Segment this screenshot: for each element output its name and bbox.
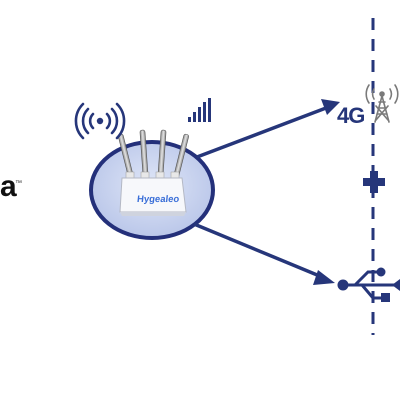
usb-icon [337, 267, 400, 302]
trademark-mark: ™ [15, 180, 22, 187]
label-4g: 4G [337, 103, 365, 128]
cell-tower-icon [365, 84, 399, 123]
arrow-to-4g [196, 99, 340, 159]
arrow-to-usb [193, 222, 335, 285]
wifi-signal-icon [74, 102, 126, 140]
plus-icon [363, 171, 385, 193]
router-brand-label: Hygealeo [136, 194, 180, 205]
wifi-router-icon [118, 129, 189, 216]
brand-fragment-text: a [0, 170, 17, 203]
cellular-bars-icon [188, 98, 211, 122]
